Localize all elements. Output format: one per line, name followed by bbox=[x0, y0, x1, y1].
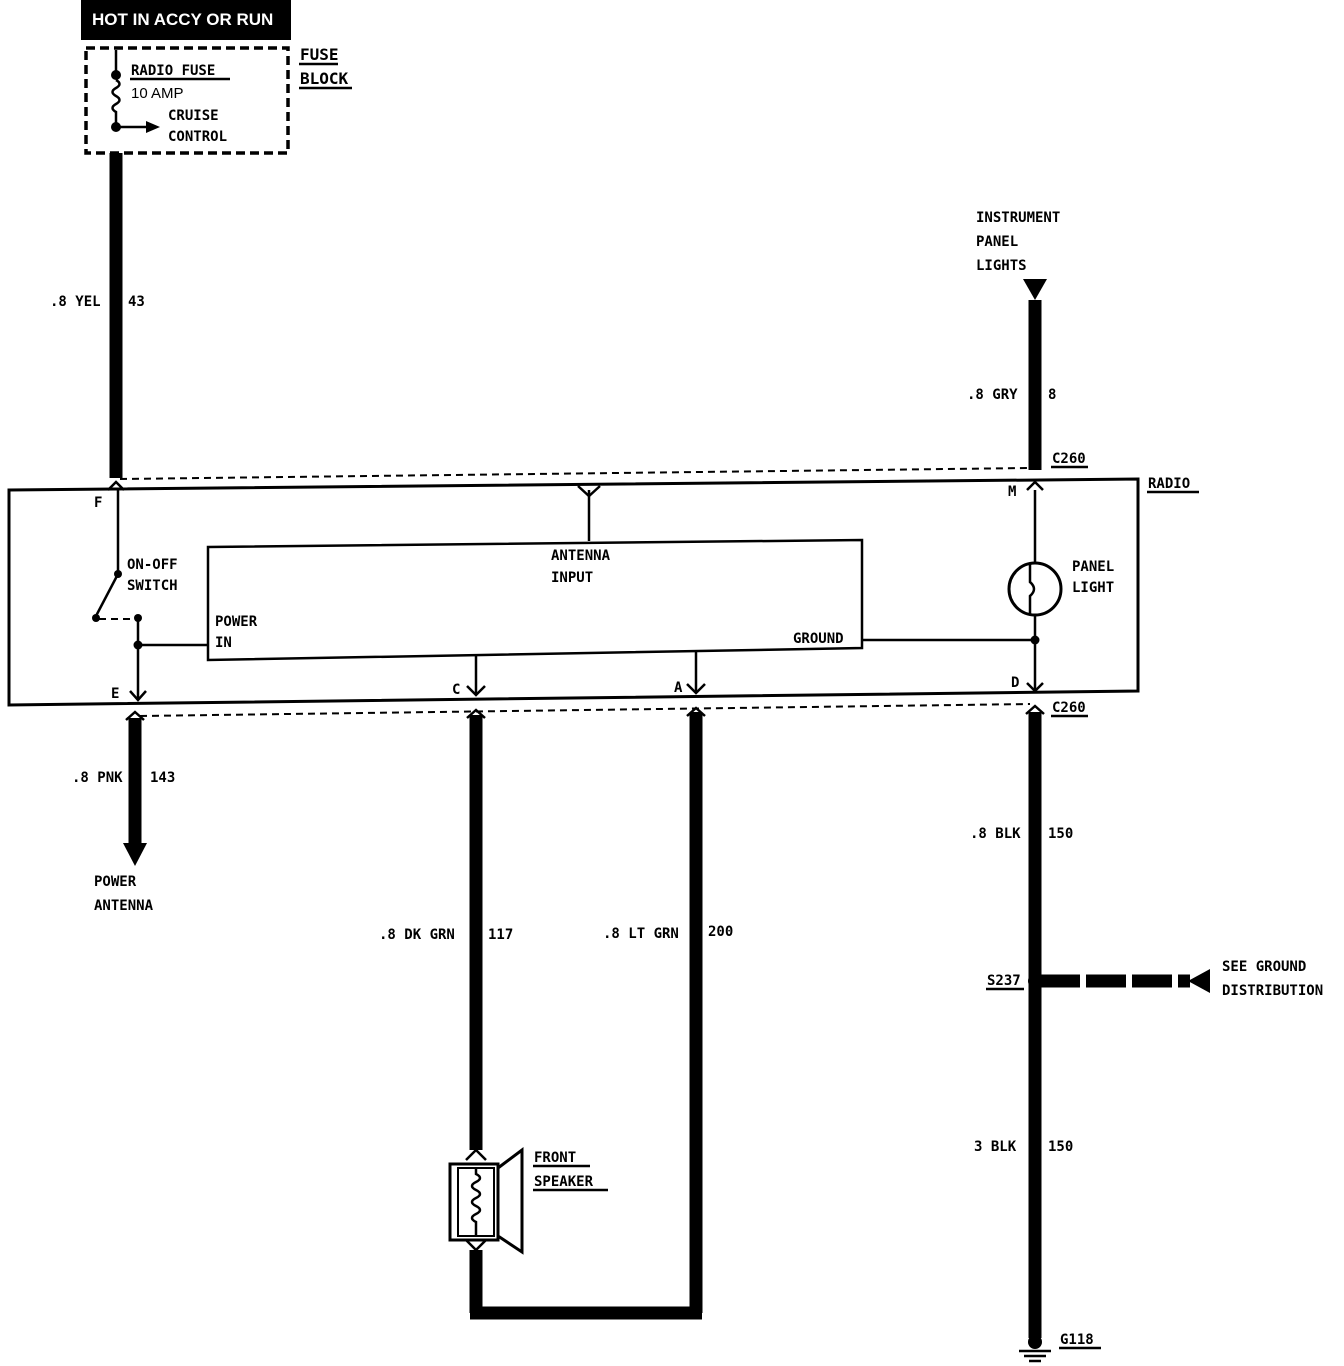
radio-module bbox=[206, 538, 864, 662]
speaker-dk-wire-circuit: 117 bbox=[488, 927, 513, 943]
connector-pin-f-icon bbox=[107, 480, 125, 491]
radio-fuse-rating: 10 AMP bbox=[131, 85, 184, 102]
power-antenna-arrow-icon bbox=[123, 843, 147, 866]
cruise-control-label-2: CONTROL bbox=[168, 129, 227, 145]
power-antenna-label-2: ANTENNA bbox=[94, 898, 154, 914]
fuse-block: FUSE BLOCK RADIO FUSE 10 AMP CRUISE CONT… bbox=[84, 45, 352, 155]
cruise-control-label: CRUISE bbox=[168, 108, 219, 124]
fuse-terminal-top bbox=[111, 70, 121, 80]
antenna-input-label-2: INPUT bbox=[551, 570, 593, 586]
ground-lower-wire-circuit: 150 bbox=[1048, 1139, 1073, 1155]
ground-lower-wire-color: 3 BLK bbox=[974, 1139, 1017, 1155]
pin-a-label: A bbox=[674, 680, 683, 696]
instrument-lights-label: INSTRUMENT bbox=[976, 210, 1060, 226]
on-off-switch-label: ON-OFF bbox=[127, 557, 178, 573]
ground-distribution-arrow-icon bbox=[1188, 969, 1210, 993]
on-off-switch-label-2: SWITCH bbox=[127, 578, 178, 594]
instrument-lights-label-2: PANEL bbox=[976, 234, 1018, 250]
antenna-input-icon bbox=[577, 485, 601, 498]
radio-unit: RADIO ANTENNA INPUT POWER IN F ON-OFF SW… bbox=[7, 476, 1199, 707]
power-antenna-wire-circuit: 143 bbox=[150, 770, 175, 786]
ground-upper-wire-color: .8 BLK bbox=[970, 826, 1021, 842]
power-in-label: POWER bbox=[215, 614, 258, 630]
connector-c260-bottom: C260 bbox=[139, 700, 1088, 718]
front-speaker-label-2: SPEAKER bbox=[534, 1174, 594, 1190]
radio-title: RADIO bbox=[1148, 476, 1190, 492]
speaker-lt-wire-circuit: 200 bbox=[708, 924, 733, 940]
power-antenna-label: POWER bbox=[94, 874, 137, 890]
on-off-switch-icon bbox=[94, 573, 120, 617]
splice-s237: S237 SEE GROUND DISTRIBUTION bbox=[986, 959, 1323, 999]
cruise-arrow-icon bbox=[146, 121, 160, 133]
c260-bottom-label: C260 bbox=[1052, 700, 1086, 716]
instrument-lights-label-3: LIGHTS bbox=[976, 258, 1027, 274]
speaker-wires: .8 DK GRN 117 .8 LT GRN 200 bbox=[379, 706, 733, 1320]
speaker-dk-wire-color: .8 DK GRN bbox=[379, 927, 455, 943]
power-antenna-wire: .8 PNK 143 POWER ANTENNA bbox=[72, 710, 175, 914]
fuse-block-label: FUSE bbox=[300, 45, 339, 64]
ground-distribution-label: SEE GROUND bbox=[1222, 959, 1306, 975]
pin-e-label: E bbox=[111, 686, 119, 702]
instrument-lights-arrow-icon bbox=[1023, 279, 1047, 300]
power-source-header: HOT IN ACCY OR RUN bbox=[81, 0, 291, 40]
front-speaker-label: FRONT bbox=[534, 1150, 576, 1166]
speaker-lt-wire-color: .8 LT GRN bbox=[603, 926, 679, 942]
power-antenna-wire-color: .8 PNK bbox=[72, 770, 123, 786]
pin-f-label: F bbox=[94, 495, 102, 511]
power-in-label-2: IN bbox=[215, 635, 232, 651]
c260-top-label: C260 bbox=[1052, 451, 1086, 467]
ground-distribution-label-2: DISTRIBUTION bbox=[1222, 983, 1323, 999]
panel-lights-wire-circuit: 8 bbox=[1048, 387, 1056, 403]
power-source-label: HOT IN ACCY OR RUN bbox=[92, 10, 273, 29]
fuse-block-label-2: BLOCK bbox=[300, 69, 349, 88]
panel-light-label-2: LIGHT bbox=[1072, 580, 1114, 596]
pin-d-label: D bbox=[1011, 675, 1019, 691]
fuse-element-icon bbox=[111, 78, 121, 124]
pin-m-label: M bbox=[1008, 484, 1016, 500]
feed-wire: .8 YEL 43 bbox=[50, 153, 145, 491]
panel-lights-wire-color: .8 GRY bbox=[967, 387, 1018, 403]
feed-wire-circuit: 43 bbox=[128, 294, 145, 310]
ground-upper-wire-circuit: 150 bbox=[1048, 826, 1073, 842]
antenna-input-label: ANTENNA bbox=[551, 548, 611, 564]
connector-c260-top: C260 bbox=[119, 451, 1088, 480]
panel-light-label: PANEL bbox=[1072, 559, 1114, 575]
speaker-icon bbox=[448, 1162, 500, 1242]
ground-g118: G118 bbox=[1019, 1332, 1101, 1363]
front-speaker: FRONT SPEAKER bbox=[448, 1147, 608, 1255]
pin-c-label: C bbox=[452, 682, 460, 698]
ground-wire: .8 BLK 150 3 BLK 150 bbox=[970, 704, 1073, 1338]
ground-label-g118: G118 bbox=[1060, 1332, 1094, 1348]
ground-label: GROUND bbox=[793, 631, 844, 647]
splice-label: S237 bbox=[987, 973, 1021, 989]
feed-wire-color: .8 YEL bbox=[50, 294, 101, 310]
radio-fuse-name: RADIO FUSE bbox=[131, 63, 215, 79]
panel-lights-feed: INSTRUMENT PANEL LIGHTS .8 GRY 8 bbox=[967, 210, 1060, 470]
